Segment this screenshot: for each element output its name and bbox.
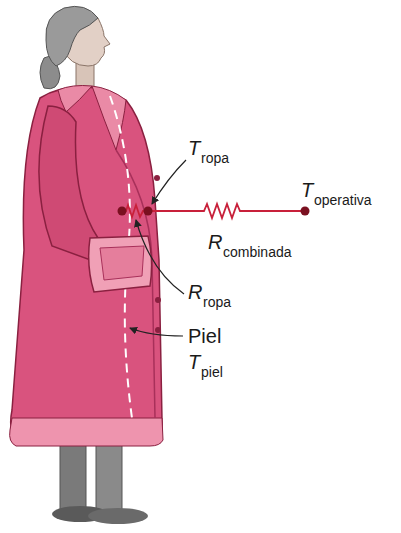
symbol-text: R bbox=[188, 282, 202, 302]
leg bbox=[60, 436, 86, 512]
hair bbox=[46, 6, 98, 66]
button bbox=[154, 175, 160, 181]
leader-line bbox=[152, 160, 186, 204]
node-dot bbox=[144, 207, 153, 216]
symbol-text: T bbox=[188, 138, 200, 158]
coat-collar bbox=[92, 86, 126, 150]
part-label: Piel bbox=[188, 326, 221, 346]
coat-hem bbox=[10, 418, 163, 446]
subscript-text: combinada bbox=[223, 245, 292, 259]
subscript-text: piel bbox=[201, 365, 223, 379]
leg bbox=[96, 436, 122, 512]
subscript-text: operativa bbox=[314, 193, 372, 207]
symbol-text: T bbox=[301, 180, 313, 200]
subscript-text: ropa bbox=[201, 151, 229, 165]
sleeve-cuff bbox=[89, 236, 152, 292]
resistor-symbol bbox=[148, 204, 305, 218]
subscript-text: ropa bbox=[203, 295, 231, 309]
node-dot bbox=[301, 207, 310, 216]
node-dot bbox=[118, 207, 127, 216]
button bbox=[155, 327, 161, 333]
button bbox=[155, 297, 161, 303]
symbol-text: T bbox=[188, 352, 200, 372]
leader-line bbox=[136, 220, 184, 294]
leader-line bbox=[130, 328, 183, 336]
sleeve-cuff bbox=[100, 246, 144, 280]
coat-collar bbox=[58, 86, 92, 113]
symbol-text: R bbox=[208, 232, 222, 252]
shoe bbox=[88, 508, 148, 524]
coat-sleeve bbox=[39, 106, 98, 262]
coat bbox=[11, 87, 163, 440]
